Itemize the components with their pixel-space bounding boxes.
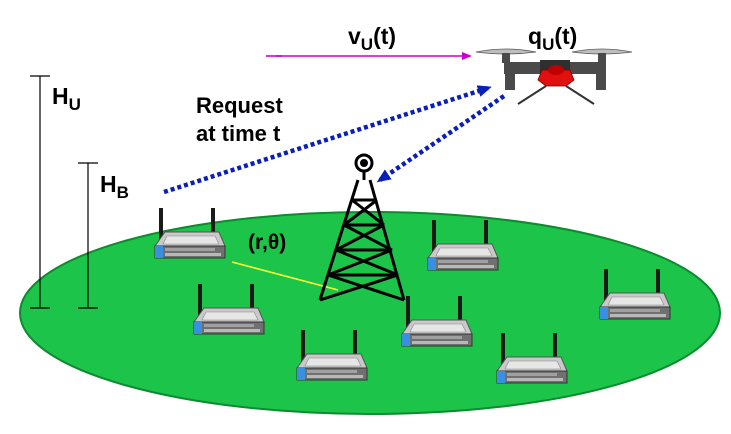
cell-tower-icon <box>318 153 406 302</box>
uav-height-label: HU <box>52 83 81 114</box>
uav-height-bar <box>30 75 50 309</box>
distance-line <box>231 261 339 291</box>
uav-drone-icon <box>475 48 633 105</box>
bs-height-bar <box>78 162 98 309</box>
uav-tower-link <box>376 94 506 183</box>
request-label-line1: Request <box>196 93 283 118</box>
request-link <box>163 85 492 195</box>
uav-position-label: qU(t) <box>528 23 577 54</box>
wifi-router-icon <box>154 207 226 259</box>
coords-label: (r,θ) <box>248 231 286 254</box>
bs-height-label: HB <box>100 171 129 202</box>
request-label-line2: at time t <box>196 121 281 146</box>
velocity-label: vU(t) <box>348 23 396 54</box>
